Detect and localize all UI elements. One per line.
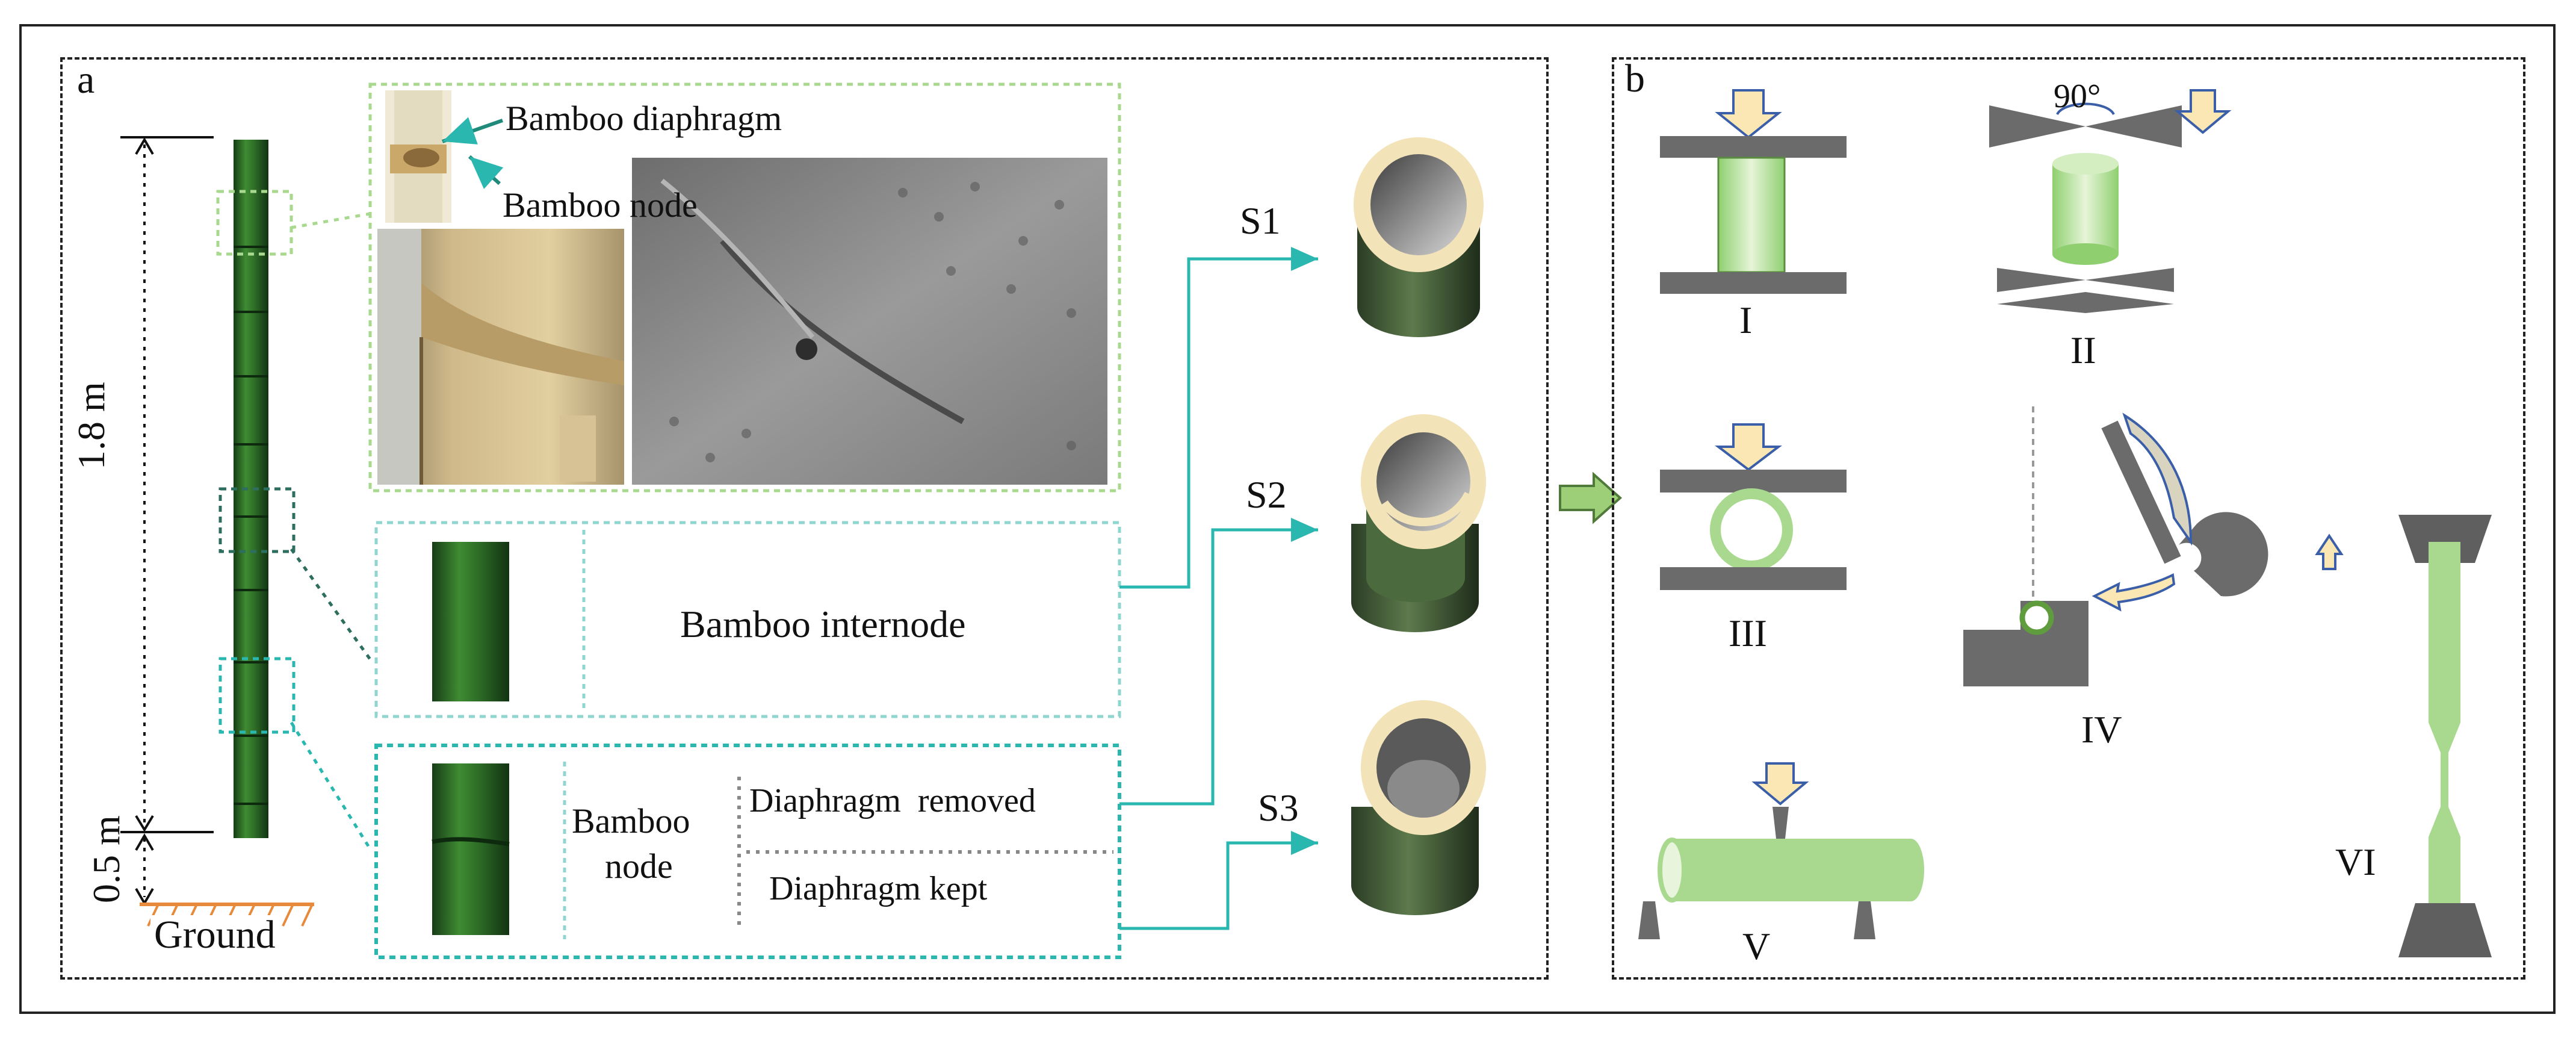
test-vi-label: VI	[2335, 841, 2376, 883]
sem-image	[632, 158, 1107, 485]
route-s2	[1119, 518, 1318, 806]
panel-a-label: a	[77, 58, 95, 102]
node-box-label-1: Bamboo	[572, 801, 690, 841]
specimen-s3-label: S3	[1258, 786, 1299, 829]
node-label-top: Bamboo node	[503, 185, 698, 225]
test-i-label: I	[1739, 299, 1753, 341]
panel-b-frame	[1612, 57, 2525, 980]
test-i-compression	[1660, 89, 1847, 294]
route-s1	[1119, 247, 1318, 589]
panel-a-frame	[60, 57, 1549, 980]
specimen-s2-label: S2	[1246, 473, 1287, 516]
detail-box-node	[374, 744, 1121, 959]
route-s3	[1119, 831, 1318, 930]
test-ii-label: II	[2070, 329, 2096, 371]
ground-label: Ground	[150, 915, 279, 955]
test-v-label: V	[1742, 925, 1771, 968]
diaphragm-label: Bamboo diaphragm	[506, 99, 782, 138]
test-ii-shear	[1989, 89, 2232, 313]
zoom-box-internode	[218, 487, 296, 553]
detail-box-internode	[374, 521, 1121, 718]
test-iii-label: III	[1729, 612, 1767, 654]
diaphragm-kept-label: Diaphragm kept	[769, 870, 988, 907]
diaphragm-removed-label: Diaphragm removed	[749, 782, 1036, 819]
transition-arrow	[1559, 471, 1623, 524]
zoom-box-node	[218, 657, 296, 734]
test-vi-tensile	[2315, 515, 2492, 957]
zoom-box-diaphragm	[216, 190, 293, 256]
test-iv-impact	[1963, 406, 2268, 686]
detail-box-diaphragm	[368, 82, 1121, 493]
test-iii-ring	[1660, 423, 1847, 590]
panel-b-label: b	[1625, 57, 1645, 101]
internode-photo	[432, 542, 509, 701]
outer-frame	[19, 24, 2556, 1014]
specimen-s1	[1354, 137, 1484, 337]
specimen-s1-label: S1	[1240, 199, 1281, 242]
node-box-label-2: node	[605, 847, 673, 886]
specimen-s3	[1351, 700, 1486, 915]
test-iv-label: IV	[2081, 708, 2122, 751]
culm-nodes	[234, 246, 268, 805]
test-v-bending	[1638, 762, 1924, 939]
specimen-s2	[1351, 414, 1486, 632]
angle-label: 90°	[2054, 78, 2101, 115]
bamboo-culm	[234, 140, 268, 838]
node-photo	[432, 763, 509, 935]
internode-label: Bamboo internode	[680, 603, 966, 645]
